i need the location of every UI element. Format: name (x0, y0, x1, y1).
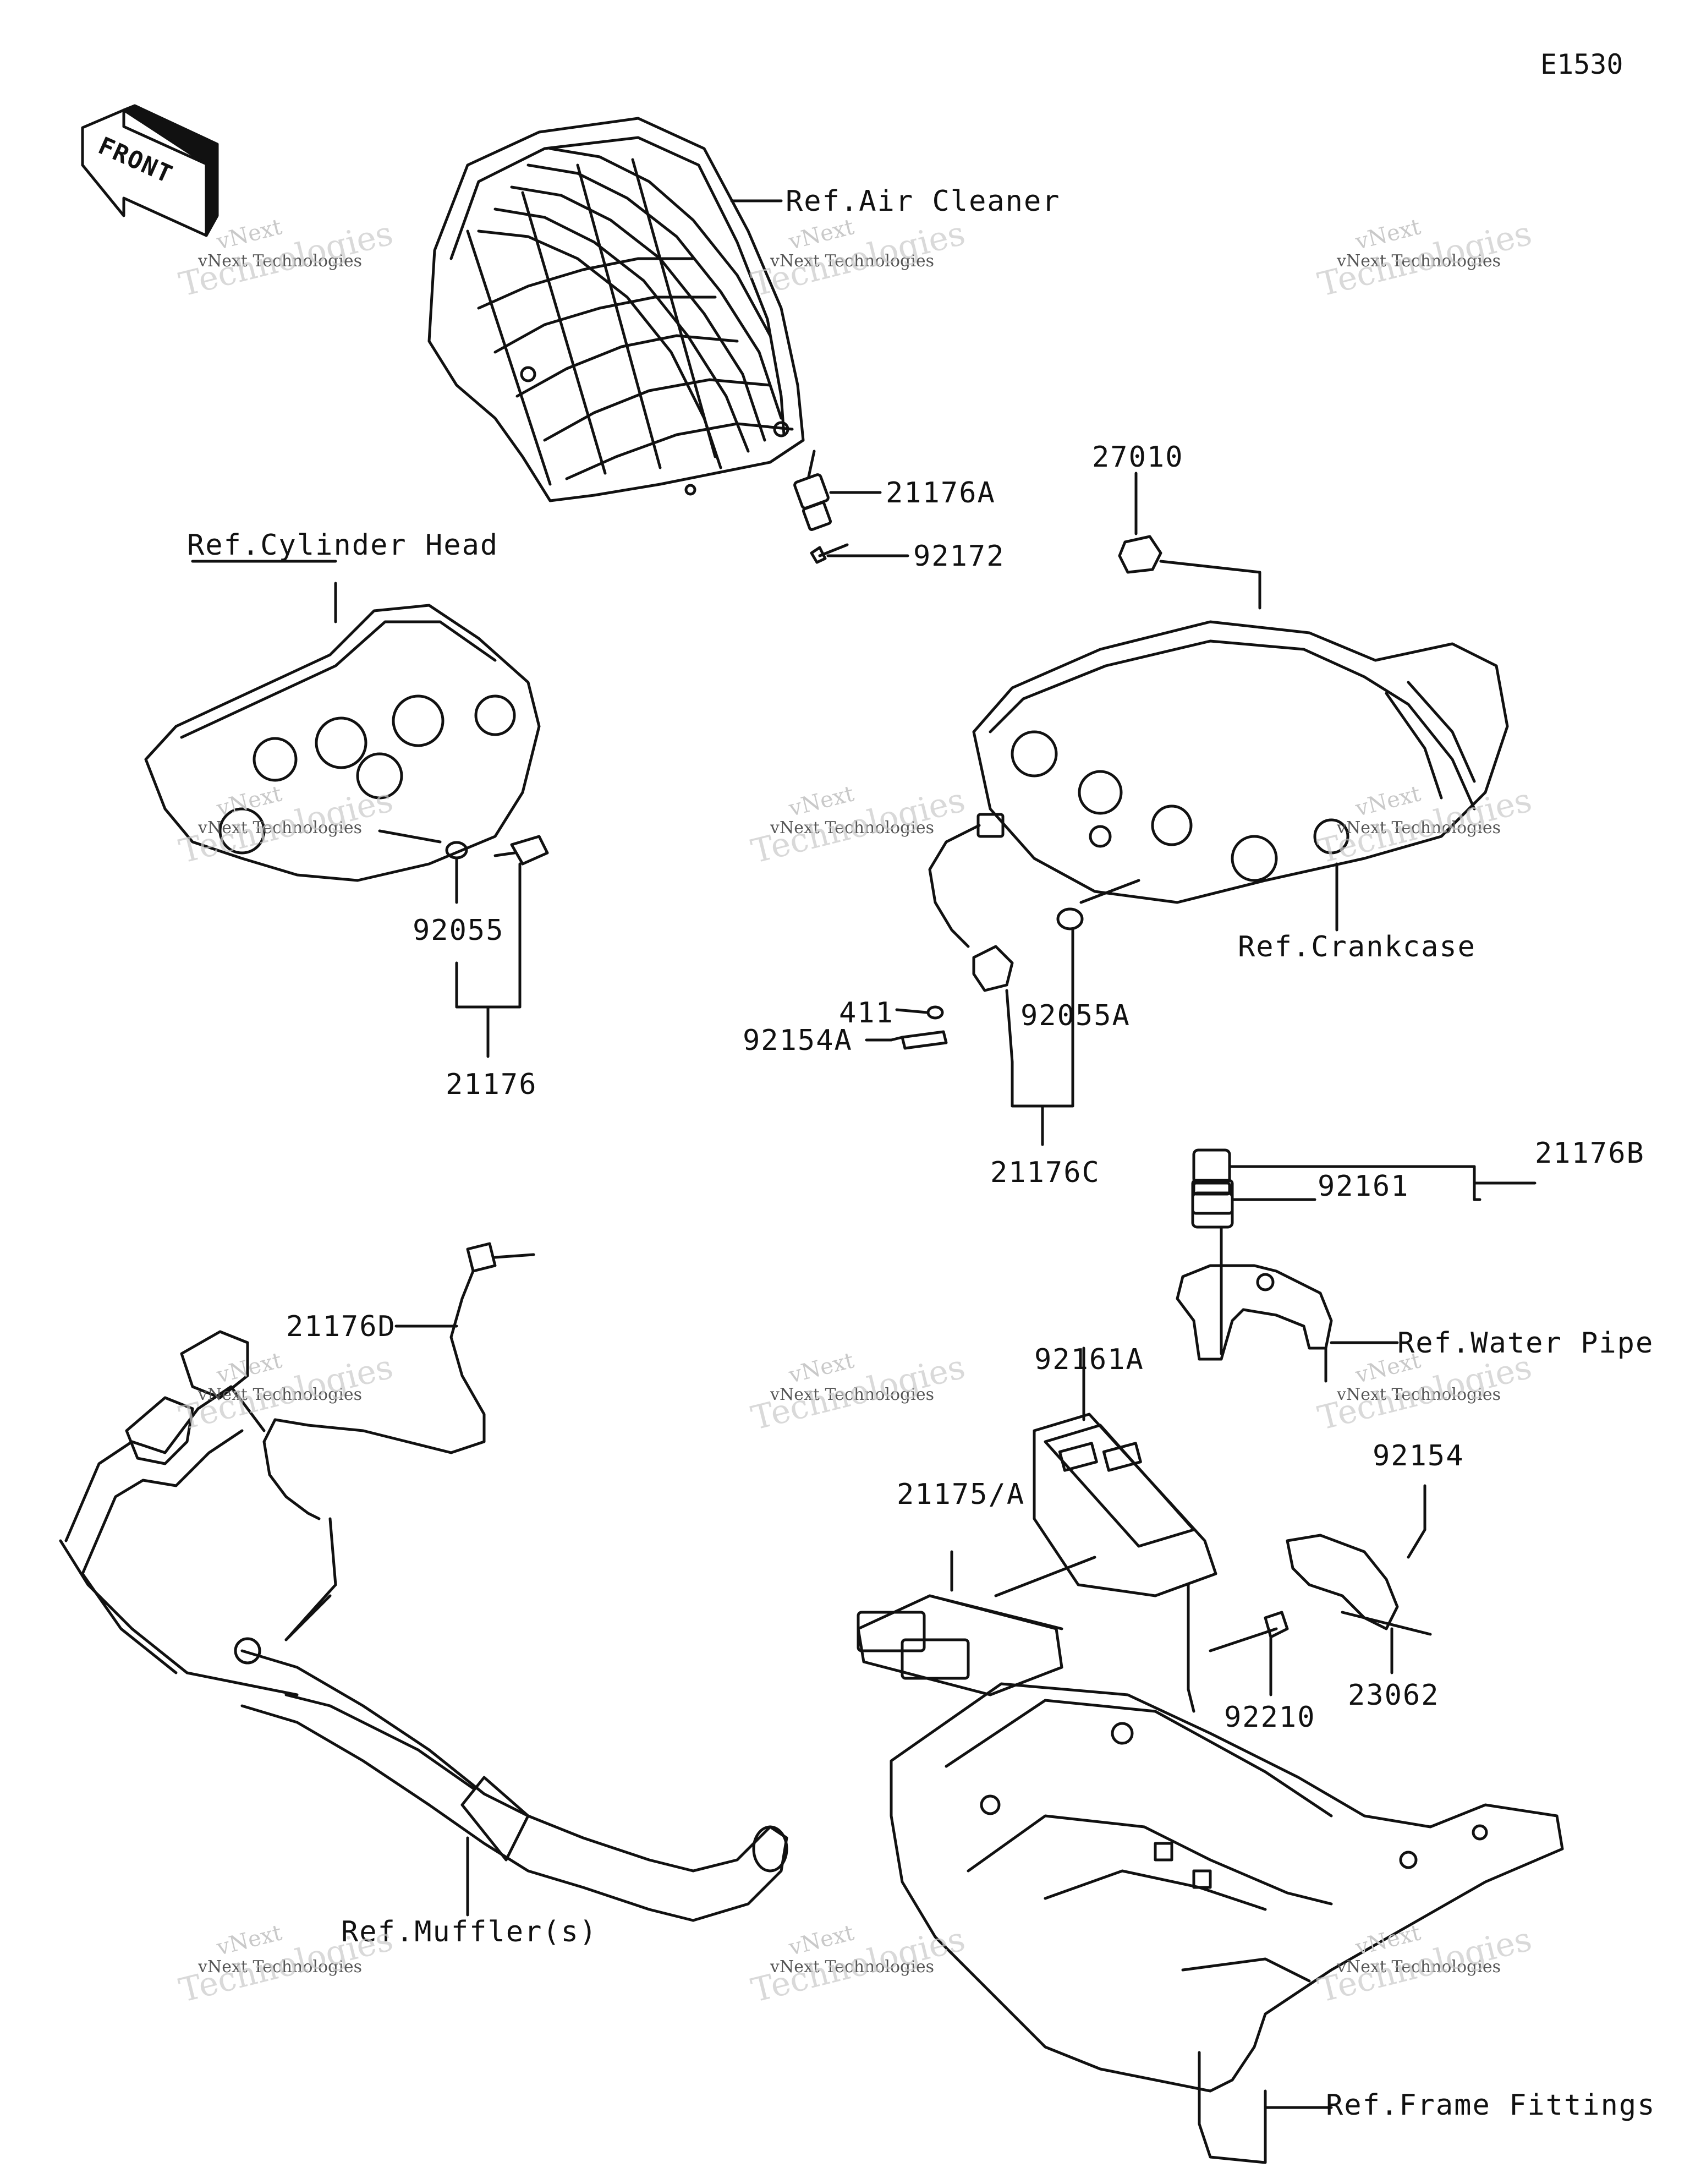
label-ref-cylinder-head: Ref.Cylinder Head (187, 529, 499, 562)
diagram-code: E1530 (1540, 48, 1623, 80)
label-21176: 21176 (446, 1068, 537, 1101)
label-92172: 92172 (913, 540, 1005, 573)
exhaust-muffler-drawing (59, 1330, 788, 1922)
label-ref-frame-fittings: Ref.Frame Fittings (1326, 2089, 1656, 2122)
label-23062: 23062 (1348, 1679, 1440, 1712)
label-27010: 27010 (1092, 441, 1184, 474)
label-411: 411 (839, 997, 894, 1030)
sensor-21176C-drawing (865, 813, 1084, 1146)
bracket-23062-drawing (1209, 1484, 1432, 1696)
frame-tray-drawing (890, 1682, 1564, 2164)
label-92055: 92055 (413, 914, 504, 947)
label-21176A: 21176A (886, 477, 996, 510)
holder-92161A-drawing (1033, 1346, 1217, 1691)
label-21176B: 21176B (1535, 1137, 1645, 1170)
air-cleaner-drawing (427, 117, 805, 502)
sensor-21176A-drawing (730, 199, 909, 564)
label-92161: 92161 (1318, 1170, 1409, 1203)
front-arrow-icon (81, 104, 219, 237)
label-21176D: 21176D (286, 1310, 396, 1343)
label-21176C: 21176C (990, 1156, 1100, 1189)
label-92154A: 92154A (743, 1024, 853, 1057)
label-92055A: 92055A (1020, 999, 1131, 1032)
label-92161A: 92161A (1034, 1343, 1144, 1376)
label-ref-crankcase: Ref.Crankcase (1238, 930, 1476, 964)
label-92210: 92210 (1224, 1701, 1316, 1734)
sensor-21176D-drawing (262, 1242, 535, 1520)
crankcase-drawing (972, 620, 1509, 932)
label-92154: 92154 (1373, 1439, 1464, 1473)
sensor-21176B-drawing (1191, 1148, 1537, 1229)
label-ref-mufflers: Ref.Muffler(s) (341, 1915, 598, 1948)
cylinder-head-drawing (144, 560, 541, 882)
water-pipe-bracket-drawing (1176, 1225, 1399, 1383)
label-ref-water-pipe: Ref.Water Pipe (1397, 1327, 1654, 1360)
sensor-21176-drawing (445, 835, 549, 1058)
switch-27010-drawing (1118, 472, 1261, 610)
label-21175A: 21175/A (897, 1478, 1025, 1511)
label-ref-air-cleaner: Ref.Air Cleaner (786, 185, 1061, 218)
ecu-21175-drawing (857, 1550, 1096, 1696)
